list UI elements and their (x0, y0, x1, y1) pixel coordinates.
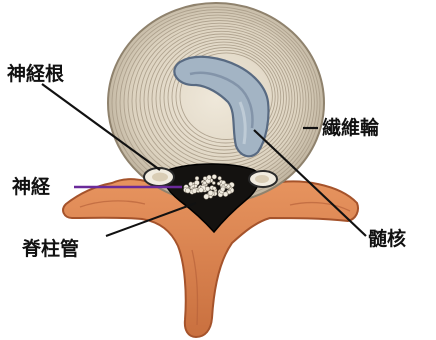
nerve-fiber (204, 194, 209, 199)
label-nerve-root: 神経根 (7, 62, 64, 85)
nerve-fiber (221, 187, 225, 191)
nerve-fiber (185, 188, 190, 193)
nerve-fiber (207, 175, 211, 179)
label-nerve: 神経 (12, 175, 51, 198)
nerve-fiber (195, 176, 199, 180)
nerve-fiber (203, 177, 207, 181)
label-nucleus-pulposus: 髄核 (368, 227, 406, 250)
nerve-fiber (217, 182, 220, 185)
nerve-fiber (199, 188, 204, 193)
nerve-fiber (218, 176, 222, 180)
nerve-fiber (212, 175, 217, 180)
nerve-fiber (205, 187, 210, 192)
nerve-fiber (223, 192, 228, 197)
nerve-fiber (194, 184, 197, 187)
nerve-root-left (144, 168, 174, 186)
label-spinal-canal: 脊柱管 (21, 237, 79, 260)
nerve-fiber (208, 190, 213, 195)
nerve-fiber (192, 189, 197, 194)
nerve-fiber (189, 182, 193, 186)
nerve-root-right (249, 171, 277, 187)
label-annulus-fibrosus: 繊維輪 (322, 116, 380, 139)
nerve-fiber (224, 183, 227, 186)
nerve-fiber (203, 181, 207, 185)
nerve-fiber (213, 187, 217, 191)
nerve-fiber (212, 181, 215, 184)
